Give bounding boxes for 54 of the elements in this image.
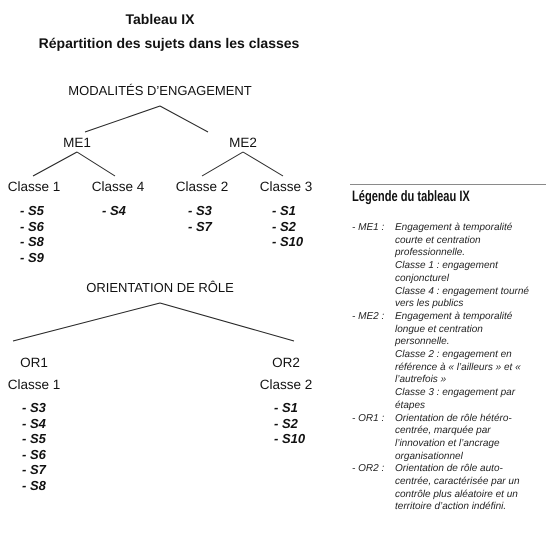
- tree-line: [242, 152, 284, 176]
- subject-item: - S7: [188, 218, 212, 234]
- subject-item: - S6: [22, 446, 46, 462]
- subject-item: - S10: [274, 431, 306, 447]
- legend-definition: Orientation de rôle auto-centrée, caractérisée par un contrôle plus aléatoire et un territoire d’action indéfini.: [395, 463, 521, 514]
- subject-item: - S1: [274, 400, 298, 416]
- tree-line: [84, 106, 160, 132]
- legend-definition: Engagement à temporalité courte et centration professionnelle.: [395, 222, 514, 260]
- legend-term: - ME1 :: [352, 222, 384, 235]
- branch-label: OR2: [272, 355, 300, 371]
- tree-line: [76, 152, 116, 176]
- subject-item: - S10: [272, 234, 304, 250]
- subject-item: - S1: [272, 203, 296, 219]
- subject-item: - S3: [188, 203, 212, 219]
- legend-definition: Classe 2 : engagement en référence à « l’ailleurs » et « l’autrefois »: [395, 349, 522, 388]
- tree-line: [160, 302, 294, 342]
- tree-line: [32, 152, 78, 176]
- subject-item: - S2: [272, 218, 296, 234]
- legend-term: - OR1 :: [352, 412, 384, 426]
- legend-term: - OR2 :: [352, 463, 384, 476]
- subject-item: - S8: [20, 234, 44, 250]
- class-label: Classe 2: [176, 179, 228, 195]
- tree-line: [160, 106, 208, 132]
- legend-definition: Orientation de rôle hétéro-centrée, marquée par l’innovation et l’ancrage organisationnel: [395, 412, 513, 464]
- subject-item: - S6: [20, 218, 44, 234]
- class-label: Classe 1: [8, 179, 60, 195]
- tree-root-label: MODALITÉS D’ENGAGEMENT: [68, 83, 252, 98]
- subject-item: - S9: [20, 250, 44, 266]
- tree-line: [12, 302, 160, 342]
- class-label: Classe 2: [260, 377, 312, 393]
- subject-item: - S4: [102, 203, 126, 219]
- legend-definition: Classe 1 : engagement conjoncturel: [395, 260, 500, 286]
- legend-definition: Engagement à temporalité longue et centration personnelle.: [395, 310, 514, 350]
- subtitle: Répartition des sujets dans les classes: [38, 35, 300, 52]
- tree-root-label: ORIENTATION DE RÔLE: [86, 280, 234, 295]
- subject-item: - S4: [22, 416, 46, 432]
- legend-definition: Classe 3 : engagement par étapes: [395, 387, 516, 413]
- legend-definition: Classe 4 : engagement tourné vers les publics: [395, 286, 530, 311]
- subject-item: - S7: [22, 462, 46, 478]
- subject-item: - S2: [274, 416, 298, 432]
- class-label: Classe 3: [260, 179, 312, 195]
- legend-heading: Légende du tableau IX: [352, 188, 470, 206]
- title: Tableau IX: [126, 11, 194, 28]
- class-label: Classe 1: [8, 377, 60, 393]
- tree-line: [202, 152, 244, 176]
- branch-label: OR1: [20, 355, 48, 371]
- legend-term: - ME2 :: [352, 310, 384, 324]
- subject-item: - S5: [22, 431, 46, 447]
- branch-label: ME2: [229, 135, 257, 151]
- subject-item: - S3: [22, 400, 46, 416]
- class-label: Classe 4: [92, 179, 144, 195]
- subject-item: - S5: [20, 203, 44, 219]
- subject-item: - S8: [22, 478, 46, 494]
- branch-label: ME1: [63, 135, 91, 151]
